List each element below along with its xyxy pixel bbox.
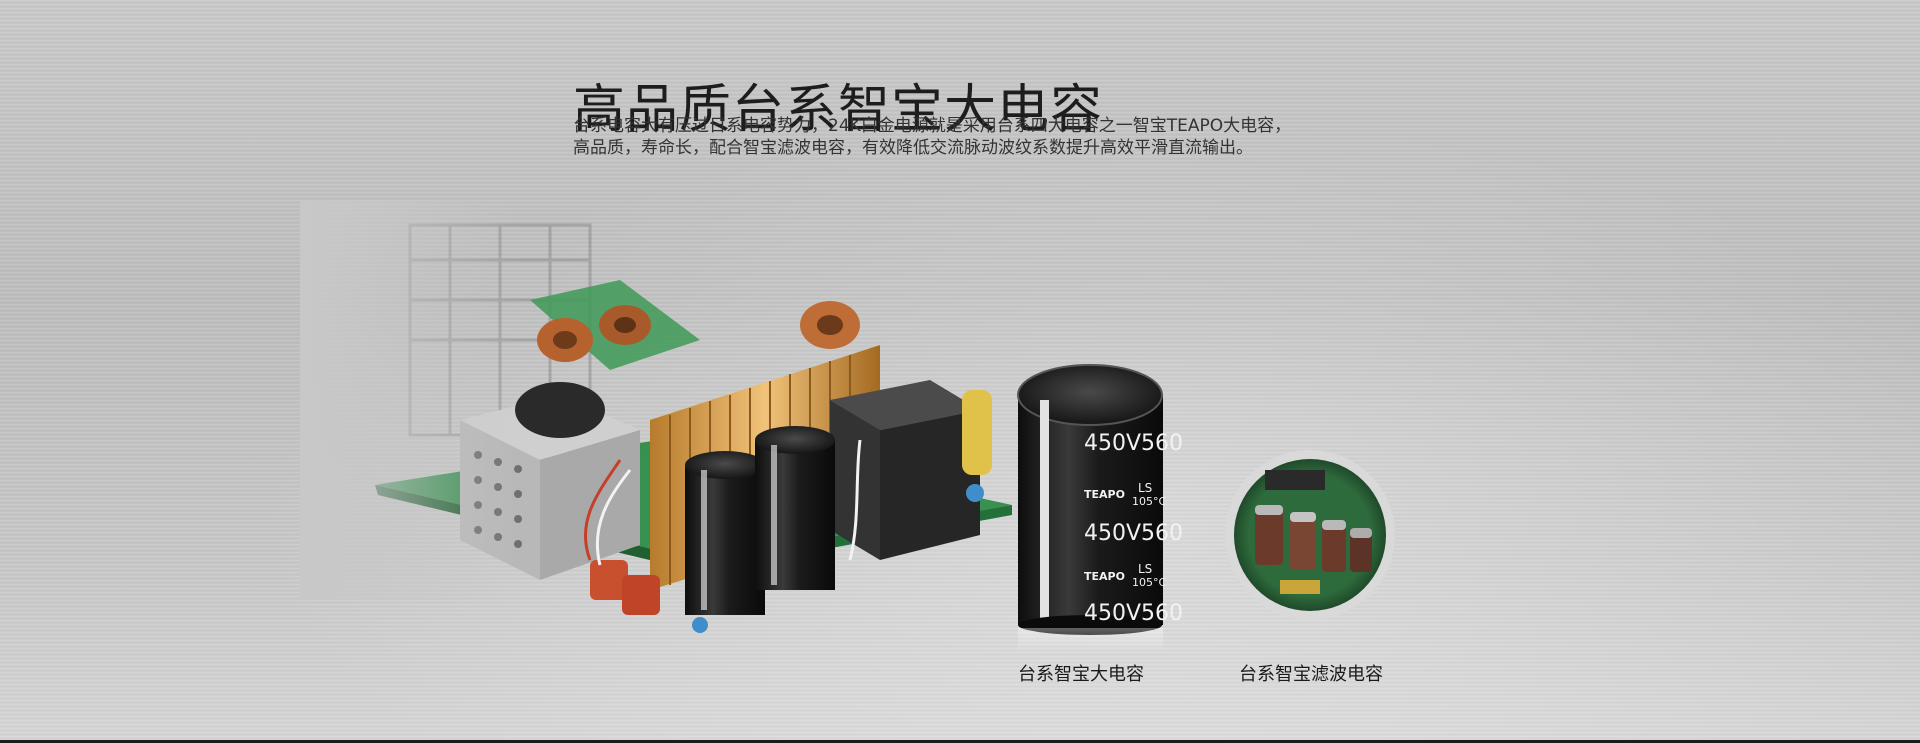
description: 台系电容大有压过日系电容势力，24K白金电源就是采用台系四大电容之一智宝TEAP…: [573, 115, 1393, 159]
bottom-divider: [0, 740, 1920, 743]
filter-capacitor-image: [1225, 450, 1395, 620]
capacitor-brand-print-2: TEAPO: [1084, 570, 1125, 583]
board-capacitor-left: [685, 451, 765, 615]
board-capacitor-right: [755, 426, 835, 590]
capacitor-series-print-1: LS: [1138, 481, 1152, 495]
page-title: 高品质台系智宝大电容: [573, 79, 1104, 140]
capacitor-voltage-print-2: 450V560: [1084, 521, 1183, 546]
capacitor-brand-print-1: TEAPO: [1084, 488, 1125, 501]
big-capacitor-caption: 台系智宝大电容: [1018, 664, 1144, 685]
big-capacitor-print: 450V560 450V560 450V560 TEAPO TEAPO LS L…: [1084, 431, 1183, 626]
capacitor-series-print-2: LS: [1138, 562, 1152, 576]
capacitor-temp-print-2: 105°C: [1132, 576, 1166, 589]
capacitor-voltage-print-3: 450V560: [1084, 601, 1183, 626]
filter-capacitor-caption: 台系智宝滤波电容: [1239, 664, 1383, 685]
capacitor-voltage-print-1: 450V560: [1084, 431, 1183, 456]
description-line-2: 高品质，寿命长，配合智宝滤波电容，有效降低交流脉动波纹系数提升高效平滑直流输出。: [573, 138, 1253, 158]
big-capacitor-image: [1017, 364, 1163, 653]
description-line-1: 台系电容大有压过日系电容势力，24K白金电源就是采用台系四大电容之一智宝TEAP…: [573, 116, 1292, 136]
capacitor-temp-print-1: 105°C: [1132, 495, 1166, 508]
